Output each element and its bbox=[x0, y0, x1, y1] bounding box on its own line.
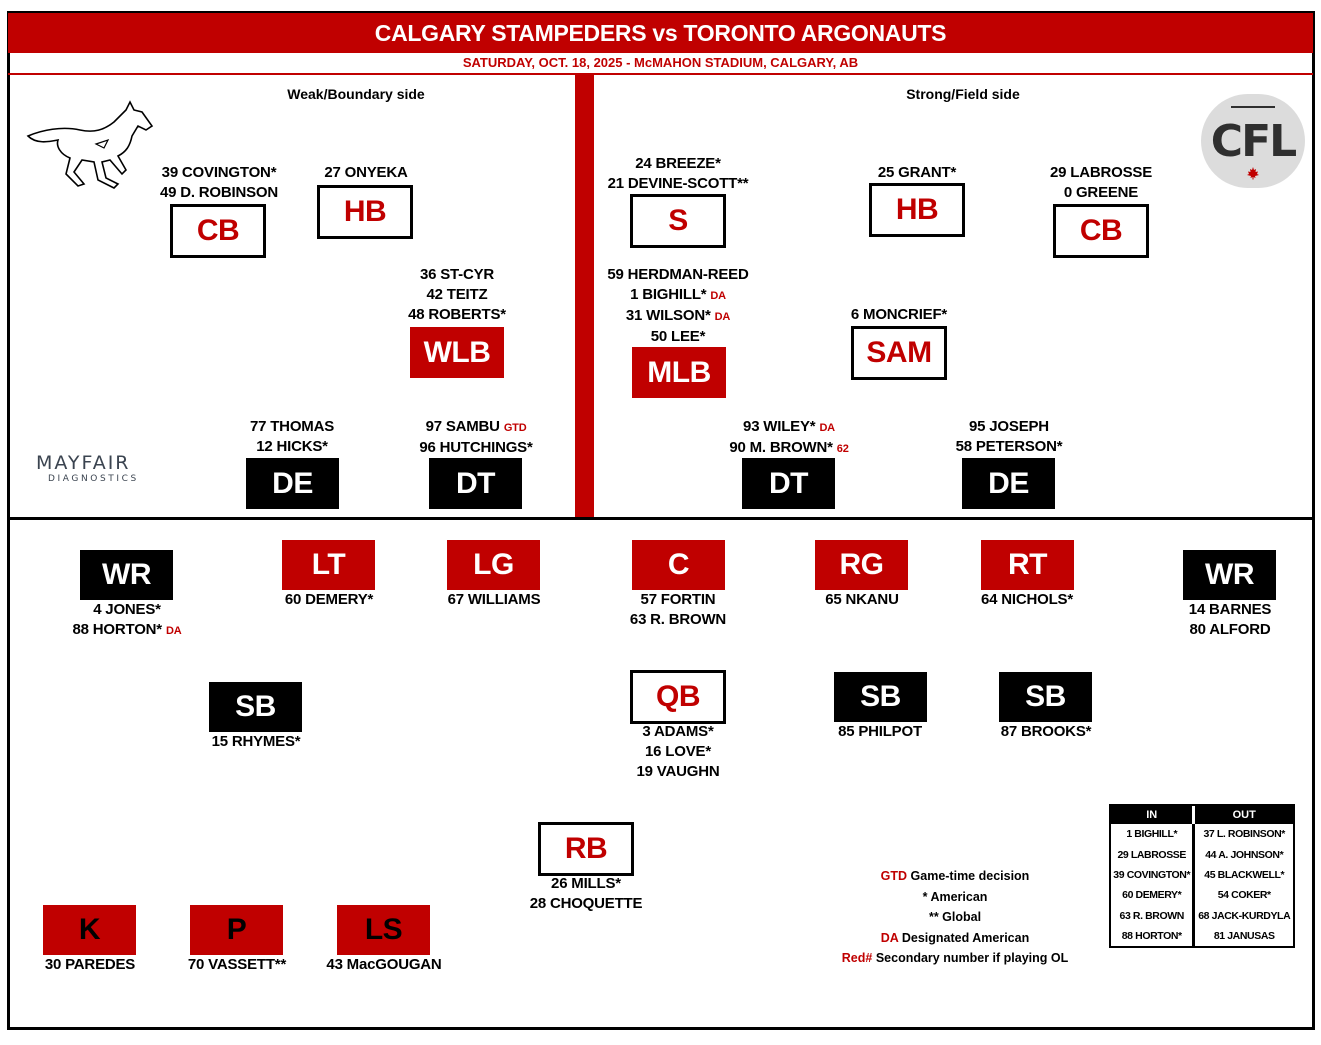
da-tag: DA bbox=[819, 422, 835, 434]
rb-box: RB bbox=[538, 822, 634, 876]
sb-right-box: SB bbox=[999, 672, 1092, 722]
football-stitches-icon bbox=[1231, 106, 1275, 109]
line-of-scrimmage bbox=[8, 517, 1313, 520]
hb-right-box: HB bbox=[869, 183, 965, 237]
rt-names: 64 NICHOLS* bbox=[981, 591, 1073, 608]
sam-names: 6 MONCRIEF* bbox=[850, 306, 948, 323]
table-row: 60 DEMERY* 54 COKER* bbox=[1111, 885, 1293, 906]
cb-left-box: CB bbox=[170, 204, 266, 258]
maple-leaf-icon bbox=[1247, 167, 1259, 180]
de-right-box: DE bbox=[962, 458, 1055, 509]
dt-left-box: DT bbox=[429, 458, 522, 509]
cb-right-box: CB bbox=[1053, 204, 1149, 258]
rg-names: 65 NKANU bbox=[825, 591, 899, 608]
table-row: 39 COVINGTON* 45 BLACKWELL* bbox=[1111, 864, 1293, 886]
legend-american: * American bbox=[922, 889, 988, 904]
legend-global: ** Global bbox=[928, 910, 982, 924]
sb-left-box: SB bbox=[209, 682, 302, 732]
sb-mid-names: 85 PHILPOT bbox=[838, 723, 922, 740]
subtitle-rule bbox=[8, 73, 1313, 75]
long-snapper-box: LS bbox=[337, 905, 430, 955]
de-right-names: 95 JOSEPH 58 PETERSON* bbox=[955, 418, 1063, 455]
da-tag: DA bbox=[710, 290, 726, 302]
cfl-logo: CFL bbox=[1201, 94, 1305, 188]
sb-mid-box: SB bbox=[834, 672, 927, 722]
lt-names: 60 DEMERY* bbox=[284, 591, 374, 608]
center-names: 57 FORTIN 63 R. BROWN bbox=[629, 591, 727, 628]
page-frame bbox=[7, 11, 1315, 1030]
sponsor-logo: MAYFAIR DIAGNOSTICS bbox=[36, 452, 176, 484]
lg-names: 67 WILLIAMS bbox=[447, 591, 541, 608]
rt-box: RT bbox=[981, 540, 1074, 590]
da-tag: DA bbox=[165, 625, 182, 637]
in-header: IN bbox=[1111, 806, 1194, 824]
long-snapper-names: 43 MacGOUGAN bbox=[326, 956, 442, 973]
sponsor-subtitle: DIAGNOSTICS bbox=[48, 474, 139, 484]
table-row: 63 R. BROWN 68 JACK-KURDYLA bbox=[1111, 905, 1293, 926]
mlb-names: 59 HERDMAN-REED 1 BIGHILL*DA 31 WILSON*D… bbox=[607, 266, 749, 345]
kicker-box: K bbox=[43, 905, 136, 955]
wr-right-names: 14 BARNES 80 ALFORD bbox=[1188, 601, 1272, 638]
center-box: C bbox=[632, 540, 725, 590]
punter-box: P bbox=[190, 905, 283, 955]
cb-left-names: 39 COVINGTON* 49 D. ROBINSON bbox=[159, 164, 279, 201]
secondary-number-tag: 62 bbox=[836, 443, 849, 455]
table-row: 88 HORTON* 81 JANUSAS bbox=[1111, 925, 1293, 947]
horse-icon bbox=[26, 100, 154, 189]
roster-changes-table: IN OUT 1 BIGHILL* 37 L. ROBINSON* 29 LAB… bbox=[1109, 804, 1295, 949]
out-header: OUT bbox=[1192, 806, 1293, 824]
punter-names: 70 VASSETT** bbox=[187, 956, 287, 973]
dt-right-box: DT bbox=[742, 458, 835, 509]
sam-box: SAM bbox=[851, 326, 947, 380]
safety-names: 24 BREEZE* 21 DEVINE-SCOTT** bbox=[607, 155, 749, 192]
qb-box: QB bbox=[630, 670, 726, 724]
legend-da: DA Designated American bbox=[880, 930, 1030, 945]
safety-box: S bbox=[630, 194, 726, 248]
page-title: CALGARY STAMPEDERS vs TORONTO ARGONAUTS bbox=[8, 13, 1313, 53]
weak-side-label: Weak/Boundary side bbox=[287, 86, 425, 102]
strong-side-label: Strong/Field side bbox=[906, 86, 1020, 102]
wlb-box: WLB bbox=[410, 327, 504, 378]
rg-box: RG bbox=[815, 540, 908, 590]
gtd-tag: GTD bbox=[503, 422, 527, 434]
table-row: 1 BIGHILL* 37 L. ROBINSON* bbox=[1111, 824, 1293, 845]
table-row: 29 LABROSSE 44 A. JOHNSON* bbox=[1111, 844, 1293, 865]
cfl-wordmark: CFL bbox=[1210, 116, 1297, 167]
wr-left-box: WR bbox=[80, 550, 173, 600]
mlb-box: MLB bbox=[632, 347, 726, 398]
wr-left-names: 4 JONES* 88 HORTON*DA bbox=[72, 601, 182, 638]
da-tag: DA bbox=[714, 311, 731, 323]
legend: GTD Game-time decision * American ** Glo… bbox=[820, 866, 1090, 969]
legend-gtd: GTD Game-time decision bbox=[880, 869, 1030, 883]
lg-box: LG bbox=[447, 540, 540, 590]
sb-right-names: 87 BROOKS* bbox=[1000, 723, 1092, 740]
game-subtitle: SATURDAY, OCT. 18, 2025 - McMAHON STADIU… bbox=[462, 55, 859, 70]
lt-box: LT bbox=[282, 540, 375, 590]
sb-left-names: 15 RHYMES* bbox=[211, 733, 301, 750]
qb-names: 3 ADAMS* 16 LOVE* 19 VAUGHN bbox=[636, 723, 720, 780]
rb-names: 26 MILLS* 28 CHOQUETTE bbox=[529, 875, 643, 912]
wlb-names: 36 ST-CYR 42 TEITZ 48 ROBERTS* bbox=[408, 266, 506, 323]
wr-right-box: WR bbox=[1183, 550, 1276, 600]
de-left-box: DE bbox=[246, 458, 339, 509]
hb-right-names: 25 GRANT* bbox=[877, 164, 957, 181]
kicker-names: 30 PAREDES bbox=[44, 956, 136, 973]
sponsor-name: MAYFAIR bbox=[36, 452, 131, 474]
legend-red-number: Red# Secondary number if playing OL bbox=[841, 951, 1069, 965]
center-divider bbox=[575, 75, 594, 519]
hb-left-box: HB bbox=[317, 185, 413, 239]
de-left-names: 77 THOMAS 12 HICKS* bbox=[249, 418, 335, 455]
cb-right-names: 29 LABROSSE 0 GREENE bbox=[1050, 164, 1152, 201]
dt-right-names: 93 WILEY*DA 90 M. BROWN*62 bbox=[729, 418, 849, 456]
hb-left-names: 27 ONYEKA bbox=[324, 164, 408, 181]
